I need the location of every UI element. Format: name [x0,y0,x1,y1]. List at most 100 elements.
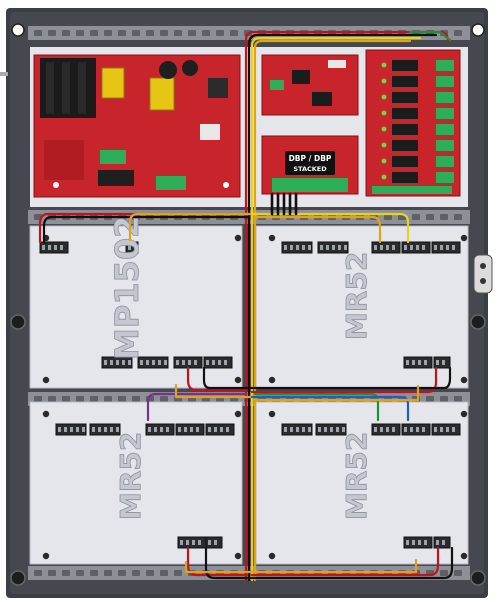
wire-mid-right-blue [250,395,410,422]
wire-black-top [247,33,438,212]
terminal-pin [98,427,101,432]
terminal-pin [284,427,287,432]
relay [392,172,418,183]
terminal-pin [330,427,333,432]
terminal-pin [92,427,95,432]
relay-led [381,110,387,116]
rail-slot [76,396,84,402]
rail-slot [90,396,98,402]
wire-run-upper-orange [128,212,257,242]
wire-mid-right-red [250,366,438,394]
rail-slot [384,214,392,220]
terminal-pin [160,427,163,432]
rail-slot [440,570,448,576]
rail-slot [104,570,112,576]
terminal-pin [318,427,321,432]
rail-slot [34,30,42,36]
rail-slot [426,396,434,402]
power-supply-board [33,54,241,198]
terminal-pin [418,360,421,365]
relay [392,156,418,167]
rail-slot [132,30,140,36]
terminal-pin [224,360,227,365]
wire-bottom-right-black [247,546,454,580]
module-screw [460,376,468,384]
terminal-pin [128,360,131,365]
module-screw [460,234,468,242]
terminal-pin [212,360,215,365]
wire-bottom-left-black [204,546,251,580]
terminal-pin [418,540,421,545]
dbp-label-box [285,151,335,175]
relay [392,124,418,135]
relay [392,140,418,151]
module-screw [42,410,50,418]
relay-led [381,142,387,148]
rail-slot [118,30,126,36]
rail-slot [76,30,84,36]
dbp-label-line2: STACKED [293,165,327,173]
module-screw [234,552,242,560]
relay-led [381,94,387,100]
wire-bottom-right-orange [253,558,418,574]
terminal-pin [110,427,113,432]
terminal-pin [406,360,409,365]
terminal-pin [116,427,119,432]
wire-bottom-left-orange [184,560,257,574]
terminal-pin [442,540,445,545]
rail-slot [146,570,154,576]
terminal-pin [446,427,449,432]
wire-mid-right-orange [253,384,420,402]
wire-run-upper-left-black [42,215,251,244]
terminal-pin [188,360,191,365]
terminal-pin [184,427,187,432]
terminal-pin [182,360,185,365]
rail-slot [48,30,56,36]
wire-run-upper-left [38,212,248,244]
rail-slot [90,30,98,36]
terminal-pin [60,245,63,250]
terminal-pin [70,427,73,432]
module-screw [460,410,468,418]
terminal-pin [332,245,335,250]
terminal-pin [64,427,67,432]
terminal-pin [220,427,223,432]
terminal-pin [192,540,195,545]
module-label-bottom-right: MR52 [340,432,373,520]
rail-slot [174,570,182,576]
terminal-pin [122,360,125,365]
mount-hole-bottom-right [470,570,486,586]
rail-slot [62,570,70,576]
wire-mid-left-orange [174,383,257,399]
terminal-pin [434,427,437,432]
side-latch [473,254,493,294]
terminal-pin [290,245,293,250]
terminal-pin [110,360,113,365]
rail-slot [118,396,126,402]
terminal-pin [324,427,327,432]
rail-slot [440,214,448,220]
wire-dbp-bundle [270,192,298,216]
dbp-board: DBP / DBP STACKED [261,135,359,195]
module-screw [234,410,242,418]
module-screw [42,552,50,560]
wire-mid-left-red [186,366,248,392]
terminal-pin [82,427,85,432]
rail-slot [454,30,462,36]
rail-slot [76,570,84,576]
relay-terminal [436,156,454,167]
terminal-pin [440,245,443,250]
rail-slot [160,396,168,402]
module-screw [460,552,468,560]
terminal-pin [290,427,293,432]
module-screw [234,234,242,242]
rail-slot [188,30,196,36]
rail-slot [104,30,112,36]
module-screw [268,376,276,384]
terminal-pin [166,427,169,432]
relay-terminal [436,108,454,119]
terminal-pin [416,245,419,250]
rail-slot [48,396,56,402]
terminal-pin [386,427,389,432]
